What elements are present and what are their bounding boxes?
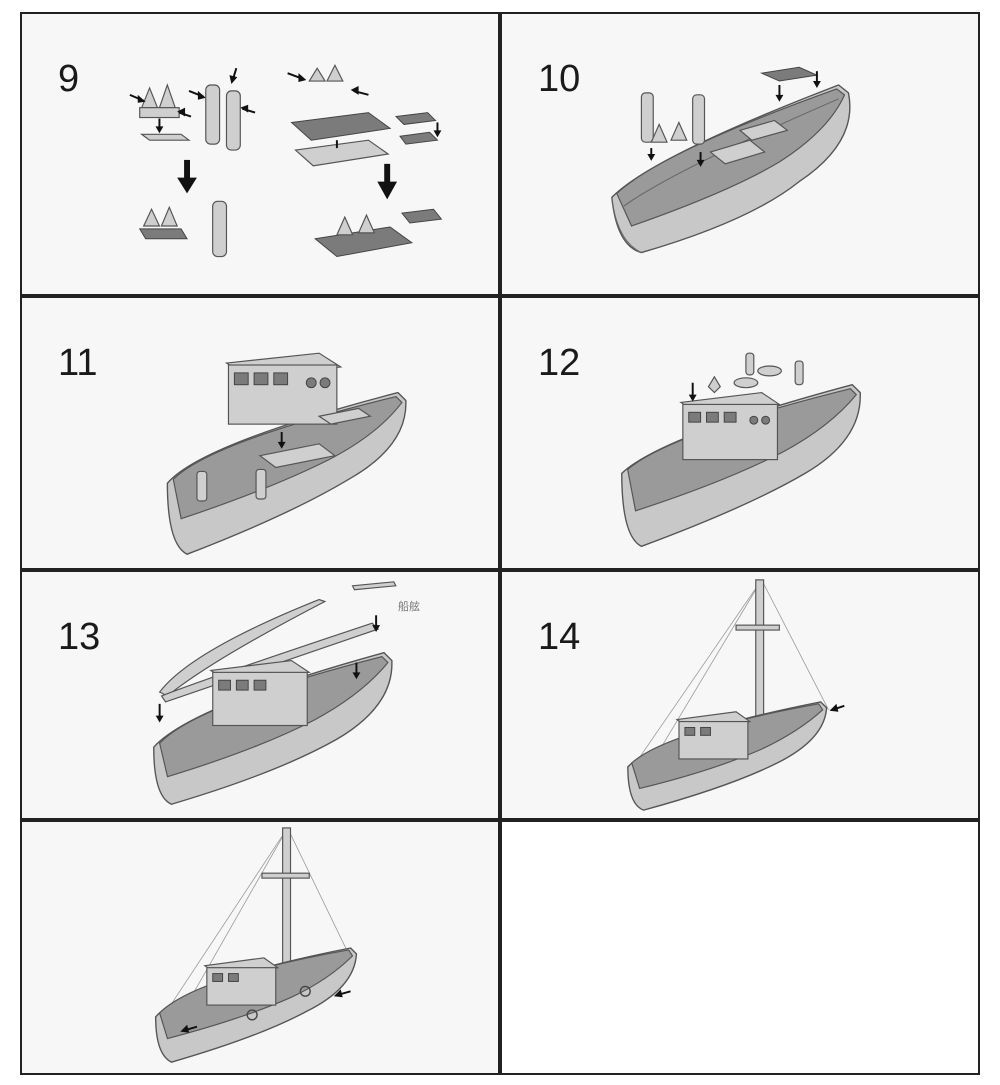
wheelhouse (681, 393, 780, 460)
step-11-panel: 11 (20, 296, 500, 570)
deck-hatch-parts (288, 65, 442, 166)
mast (262, 828, 309, 976)
small-parts (708, 353, 803, 392)
big-arrow (177, 160, 397, 199)
step-14-panel: 14 (500, 570, 980, 820)
step-12-illustration (502, 298, 978, 568)
step-15-illustration (22, 822, 498, 1073)
deck-hatch-result (315, 209, 441, 256)
wheelhouse (226, 353, 340, 424)
step-13-illustration (22, 572, 498, 818)
step-12-panel: 12 (500, 296, 980, 570)
step-9-illustration (22, 14, 498, 294)
step-9-panel: 9 (20, 12, 500, 296)
small-arrow (689, 383, 697, 402)
small-arrow (830, 704, 845, 712)
step-14-illustration (502, 572, 978, 818)
step-15-panel (20, 820, 500, 1075)
step-10-illustration (502, 14, 978, 294)
post-part (206, 85, 241, 150)
bollard-result (140, 201, 227, 256)
wheelhouse (211, 661, 309, 726)
step-10-panel: 10 (500, 12, 980, 296)
step-13-panel: 13 船舷 (20, 570, 500, 820)
step-11-illustration (22, 298, 498, 568)
wheelhouse (677, 712, 750, 759)
wheelhouse (205, 958, 278, 1005)
part-label: 船舷 (398, 598, 420, 614)
bollard-post (641, 93, 704, 144)
empty-panel (500, 820, 980, 1075)
